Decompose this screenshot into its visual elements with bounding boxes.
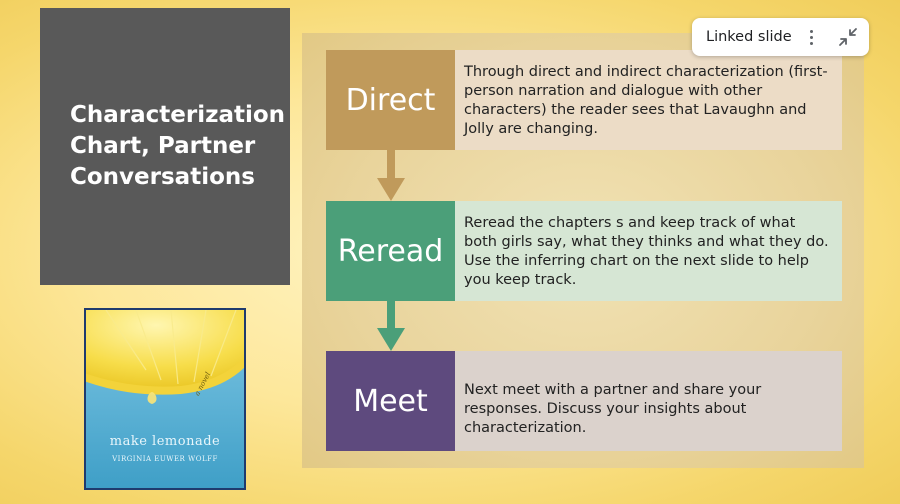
book-cover-image: a novel make lemonade Virginia Euwer Wol… [84, 308, 246, 490]
step-label-meet: Meet [326, 351, 455, 451]
down-arrow-icon [377, 300, 405, 351]
lemon-slice-illustration [86, 310, 244, 404]
step-text-direct: Through direct and indirect characteriza… [455, 50, 842, 150]
step-label-direct: Direct [326, 50, 455, 150]
step-label-reread: Reread [326, 201, 455, 301]
collapse-icon[interactable] [836, 25, 860, 49]
linked-slide-chip[interactable]: Linked slide [692, 18, 869, 56]
slide-title: Characterization Chart, Partner Conversa… [70, 102, 286, 190]
more-vert-icon[interactable] [804, 27, 818, 47]
cover-author: Virginia Euwer Wolff [112, 455, 218, 463]
step-text-reread: Reread the chapters s and keep track of … [455, 201, 842, 301]
down-arrow-icon [377, 150, 405, 201]
linked-slide-label: Linked slide [706, 29, 792, 45]
step-text-meet: Next meet with a partner and share your … [455, 351, 842, 451]
title-box: Characterization Chart, Partner Conversa… [40, 8, 290, 285]
cover-title: make lemonade [109, 434, 221, 449]
